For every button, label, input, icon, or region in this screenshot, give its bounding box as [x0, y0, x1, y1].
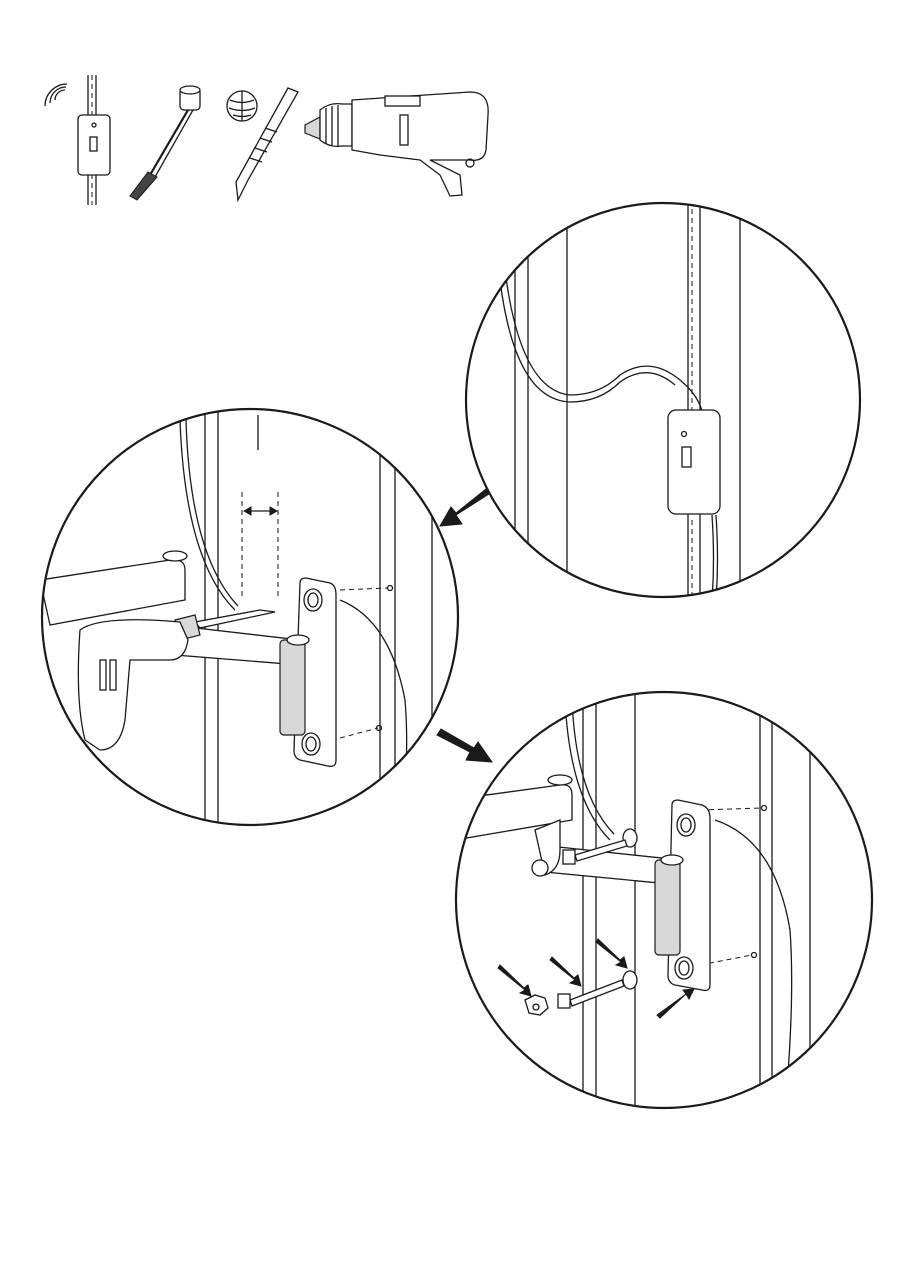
fasten-bracket-detail — [454, 690, 874, 1110]
arrow-to-fasten-step — [436, 728, 494, 763]
power-drill-icon — [304, 91, 489, 197]
drill-holes-detail — [40, 407, 460, 827]
arrow-to-drill-step — [439, 488, 490, 527]
check-wall-wiring-detail — [464, 201, 862, 599]
wood-drill-bit-icon — [226, 87, 299, 203]
wire-detector-icon — [44, 75, 111, 205]
socket-wrench-icon — [129, 85, 201, 201]
